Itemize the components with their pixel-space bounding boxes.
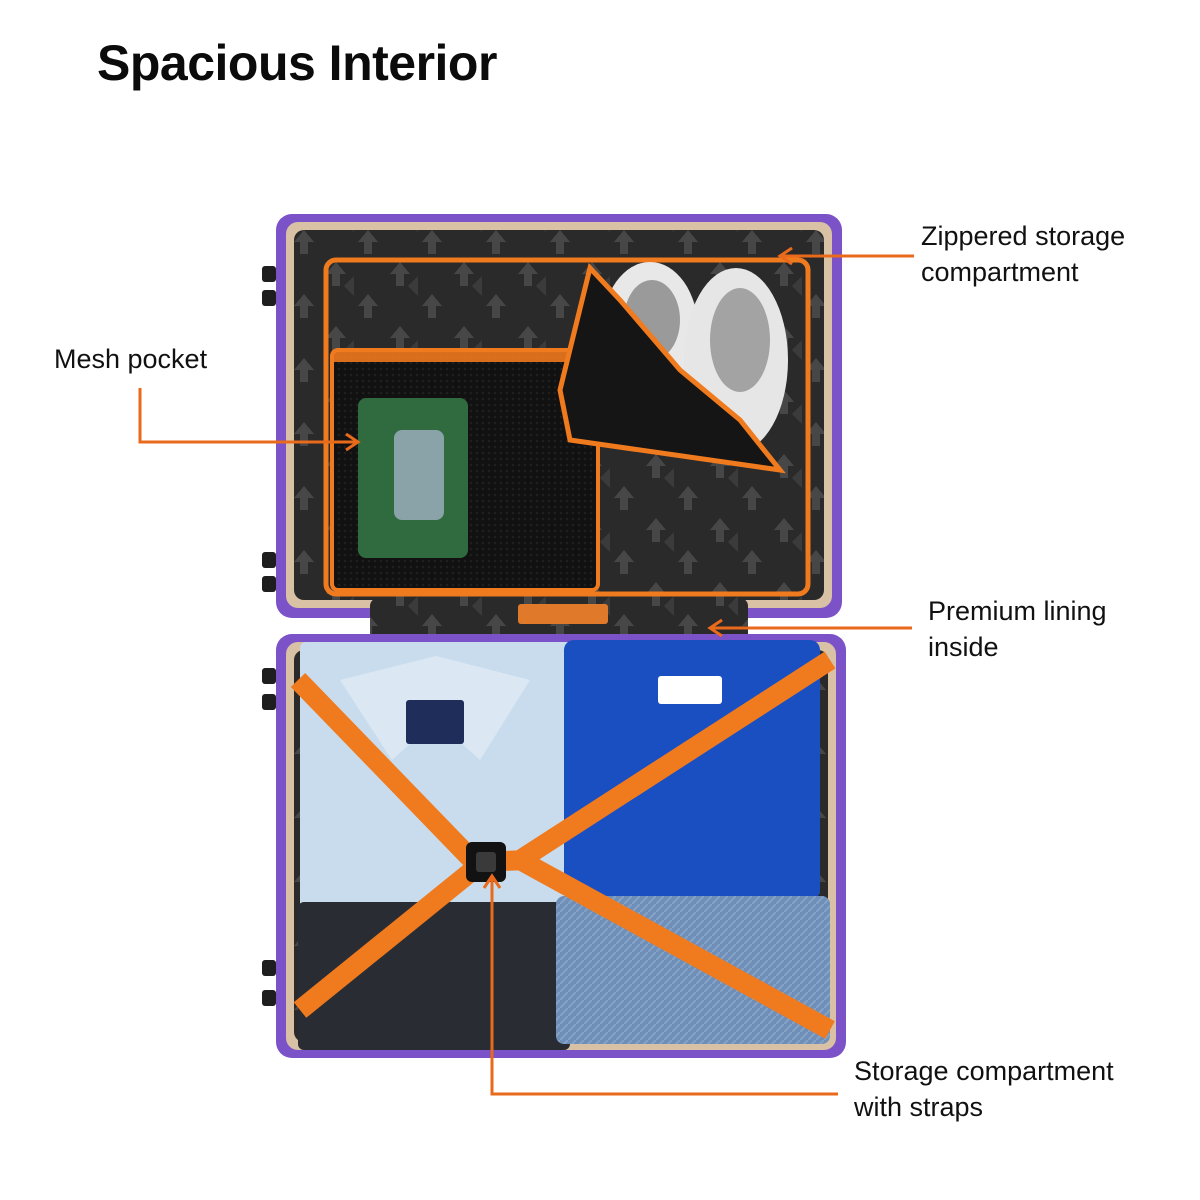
callout-lining-line1: Premium lining — [928, 596, 1107, 626]
callout-zippered-line2: compartment — [921, 257, 1079, 287]
callout-line-lining — [707, 618, 912, 638]
callout-line-mesh — [138, 388, 361, 452]
callout-straps-line2: with straps — [854, 1092, 984, 1122]
callout-lining-line2: inside — [928, 632, 999, 662]
page-title: Spacious Interior — [97, 35, 497, 91]
callout-zippered-line1: Zippered storage — [921, 221, 1126, 251]
callout-zippered-storage: Zippered storage compartment — [921, 218, 1125, 290]
callout-mesh-line1: Mesh pocket — [54, 344, 208, 374]
callout-line-straps — [482, 873, 838, 1096]
callout-premium-lining: Premium lining inside — [928, 593, 1107, 665]
suitcase-lower-half — [262, 634, 846, 1058]
callout-line-zippered — [777, 246, 914, 266]
callout-mesh-pocket: Mesh pocket — [54, 341, 207, 377]
callout-straps-line1: Storage compartment — [854, 1056, 1114, 1086]
callout-storage-straps: Storage compartment with straps — [854, 1053, 1114, 1125]
suitcase-upper-half — [262, 214, 842, 642]
